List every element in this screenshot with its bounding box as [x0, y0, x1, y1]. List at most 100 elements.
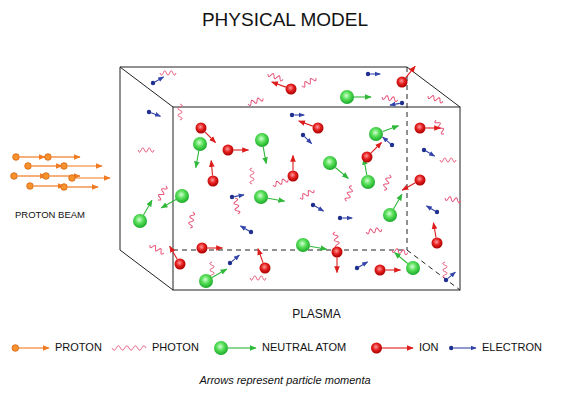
neutral-atom	[255, 133, 269, 164]
particle-body	[338, 216, 342, 220]
photon	[382, 95, 399, 102]
box-edge	[120, 67, 407, 68]
hidden-box-edge	[173, 250, 407, 251]
plasma-particles	[133, 66, 461, 288]
legend-sample	[449, 346, 476, 350]
momentum-arrow	[205, 132, 216, 143]
proton	[69, 175, 76, 182]
electron	[311, 203, 324, 211]
neutral-atom	[199, 269, 227, 288]
particle-body	[260, 263, 271, 274]
electron	[151, 77, 164, 85]
particle-body	[397, 77, 408, 88]
particle-body	[369, 127, 383, 141]
ion	[258, 249, 271, 274]
particle-body	[361, 175, 375, 189]
box-edge	[120, 67, 121, 250]
legend-particle	[214, 341, 228, 355]
legend-particle	[449, 346, 453, 350]
particle-body	[208, 176, 219, 187]
box-edge	[120, 250, 173, 290]
particle-body	[296, 238, 310, 252]
photon	[443, 262, 447, 278]
legend-particle	[371, 343, 382, 354]
momentum-arrow	[151, 113, 160, 116]
electron	[338, 216, 352, 220]
momentum-arrow	[292, 156, 293, 171]
particle-body	[286, 84, 297, 95]
box-front-face	[173, 107, 460, 290]
momentum-arrow	[315, 206, 324, 211]
neutral-atom	[254, 190, 285, 204]
particle-body	[432, 238, 443, 249]
legend-label: PROTON	[55, 341, 102, 354]
particle-body	[383, 208, 397, 222]
particle-body	[444, 278, 448, 282]
particle-body	[332, 247, 343, 258]
momentum-arrow	[232, 255, 240, 261]
photon	[333, 232, 340, 249]
particle-body	[375, 265, 386, 276]
box-edge	[407, 67, 460, 107]
momentum-arrow	[263, 147, 266, 164]
particle-body	[147, 110, 151, 114]
momentum-arrow	[354, 96, 371, 97]
momentum-arrow	[234, 195, 244, 197]
ion	[299, 121, 324, 134]
proton	[25, 163, 32, 170]
particle-body	[151, 81, 155, 85]
momentum-arrow	[426, 151, 435, 156]
legend-label: ION	[419, 341, 439, 354]
momentum-arrow	[170, 246, 178, 259]
proton	[27, 183, 34, 190]
momentum-arrow	[208, 247, 223, 248]
particle-body	[406, 261, 420, 275]
momentum-arrow	[240, 226, 249, 231]
momentum-arrow	[335, 167, 348, 178]
ion	[197, 243, 223, 254]
ion	[375, 265, 401, 276]
electron	[290, 113, 304, 117]
ion	[208, 161, 219, 187]
ion	[415, 123, 441, 134]
plasma-box-outline	[120, 67, 460, 290]
momentum-arrow	[371, 143, 382, 154]
particle-body	[254, 190, 268, 204]
momentum-arrow	[196, 151, 199, 168]
proton-beam-particles	[11, 154, 76, 191]
particle-body	[230, 195, 234, 199]
momentum-arrow	[386, 269, 401, 270]
photon	[299, 188, 315, 200]
particle-body	[255, 133, 269, 147]
proton-momentum	[50, 175, 80, 176]
legend-label: ELECTRON	[482, 341, 542, 354]
ion	[272, 82, 297, 95]
particle-body	[422, 148, 426, 152]
photon	[366, 227, 383, 234]
momentum-arrow	[426, 127, 441, 128]
proton	[13, 154, 20, 161]
electron	[422, 148, 435, 156]
particle-body	[249, 230, 253, 234]
figure-caption: Arrows represent particle momenta	[0, 374, 570, 387]
particle-body	[366, 72, 370, 76]
proton-beam	[18, 157, 110, 187]
photon	[445, 196, 462, 203]
neutral-atom	[395, 253, 420, 275]
momentum-arrow	[406, 66, 416, 77]
momentum-arrow	[272, 82, 286, 87]
electron	[383, 137, 395, 147]
momentum-arrow	[144, 200, 153, 215]
momentum-arrow	[310, 246, 327, 249]
ion	[397, 66, 416, 87]
particle-body	[175, 189, 189, 203]
photon	[138, 148, 154, 152]
ion	[170, 246, 186, 269]
photon	[160, 71, 176, 75]
legend-arrow	[19, 347, 49, 348]
photon	[301, 76, 317, 88]
neutral-atom	[323, 156, 348, 178]
photon	[156, 185, 168, 201]
neutral-atom	[340, 90, 371, 104]
neutral-atom	[161, 189, 189, 208]
